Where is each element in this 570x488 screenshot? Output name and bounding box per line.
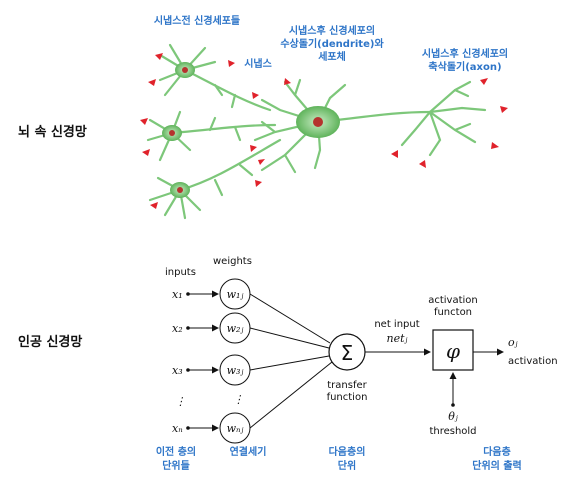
input-xn: xₙ xyxy=(172,422,183,435)
postsynaptic-axon xyxy=(316,80,487,157)
label-postsyn-axon-2: 축삭돌기(axon) xyxy=(428,60,501,73)
weight-dots: ⋮ xyxy=(233,393,244,406)
output-symbol: oⱼ xyxy=(508,336,518,349)
label-next-layer-1: 다음층의 xyxy=(329,445,366,458)
label-synapse: 시냅스 xyxy=(244,57,272,70)
label-postsyn-dendrite-2: 수상돌기(dendrite)와 xyxy=(280,37,384,50)
label-postsyn-axon-1: 시냅스후 신경세포의 xyxy=(422,47,508,60)
input-dots: ⋮ xyxy=(175,395,186,408)
theta-symbol: θⱼ xyxy=(448,410,458,423)
sum-symbol: Σ xyxy=(341,341,354,365)
activation-function-label-1: activation xyxy=(428,295,478,306)
output-label: activation xyxy=(508,356,558,367)
signal-arrows xyxy=(140,53,508,209)
neuron-somas xyxy=(162,62,340,198)
net-input-label: net input xyxy=(374,319,419,330)
label-postsyn-dendrite-3: 세포체 xyxy=(318,50,346,63)
input-x3: x₃ xyxy=(172,364,183,377)
net-symbol: netⱼ xyxy=(387,332,408,345)
label-artificial-network: 인공 신경망 xyxy=(18,334,82,350)
activation-box xyxy=(432,329,474,371)
label-brain-network: 뇌 속 신경망 xyxy=(18,124,87,140)
inputs-label: inputs xyxy=(165,267,196,278)
threshold-label: threshold xyxy=(429,426,476,437)
presynaptic-neuron-2 xyxy=(146,110,277,162)
presynaptic-neuron-1 xyxy=(158,43,272,112)
perceptron-diagram: inputs weights x₁ x₂ x₃ ⋮ xₙ w₁ⱼ w₂ⱼ w₃ⱼ… xyxy=(165,256,558,444)
presynaptic-neuron-3 xyxy=(148,138,282,220)
label-presynaptic-cells: 시냅스전 신경세포들 xyxy=(154,14,240,27)
weight-w3j: w₃ⱼ xyxy=(227,364,244,377)
label-next-output-1: 다음층 xyxy=(483,445,511,458)
transfer-label-1: transfer xyxy=(327,380,367,391)
weight-wnj: wₙⱼ xyxy=(227,422,244,435)
label-connection-strength: 연결세기 xyxy=(230,445,267,458)
phi-symbol: φ xyxy=(446,339,460,363)
activation-function-label-2: functon xyxy=(434,307,472,318)
label-prev-layer-2: 단위들 xyxy=(162,459,190,472)
transfer-label-2: function xyxy=(327,392,368,403)
weights-label: weights xyxy=(213,256,252,267)
label-postsyn-dendrite-1: 시냅스후 신경세포의 xyxy=(289,24,375,37)
weight-w1j: w₁ⱼ xyxy=(227,288,244,301)
weight-w2j: w₂ⱼ xyxy=(227,322,244,335)
label-prev-layer-1: 이전 층의 xyxy=(156,445,196,458)
label-next-layer-2: 단위 xyxy=(338,459,356,472)
label-next-output-2: 단위의 출력 xyxy=(472,459,521,472)
input-x1: x₁ xyxy=(172,288,183,301)
input-x2: x₂ xyxy=(172,322,183,335)
